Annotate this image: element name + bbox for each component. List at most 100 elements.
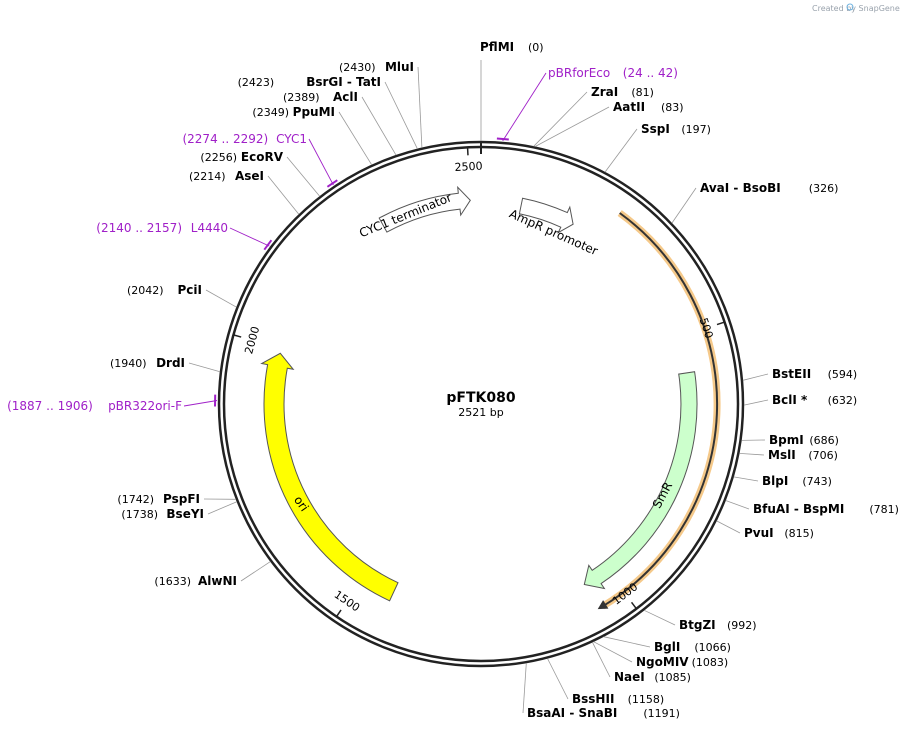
site-position: (1191) [643, 707, 680, 720]
primer-name: pBR322ori-F [108, 399, 182, 413]
restriction-site[interactable]: BstEII (594) [772, 367, 857, 381]
site-position: (815) [784, 527, 814, 540]
site-name: ZraI [591, 85, 618, 99]
restriction-site[interactable]: BlpI(743) [762, 474, 832, 488]
restriction-site[interactable]: PciI(2042) [127, 283, 202, 297]
plasmid-size: 2521 bp [458, 406, 503, 419]
tick-mark [335, 609, 342, 617]
site-leader [207, 501, 237, 515]
site-leader [603, 636, 651, 648]
restriction-site[interactable]: PflMI(0) [480, 40, 544, 54]
restriction-site[interactable]: BclI *(632) [772, 393, 857, 407]
snapgene-logo-icon [846, 3, 854, 11]
restriction-site[interactable]: BseYI(1738) [121, 507, 204, 521]
primer-mark [496, 137, 509, 141]
site-position: (1940) [110, 357, 147, 370]
restriction-site[interactable]: BtgZI(992) [679, 618, 757, 632]
site-name: EcoRV [241, 150, 284, 164]
site-leader [417, 66, 423, 148]
site-leader [240, 561, 271, 582]
restriction-site[interactable]: BpmI (686) [769, 433, 839, 447]
site-position: (632) [828, 394, 858, 407]
feature-cyc1-terminator[interactable]: CYC1 terminator [357, 185, 471, 240]
restriction-site[interactable]: PvuI (815) [744, 526, 814, 540]
site-name: AclI [333, 90, 358, 104]
restriction-site[interactable]: BssHII (1158) [572, 692, 664, 706]
restriction-site[interactable]: BglI(1066) [654, 640, 731, 654]
site-name: AseI [235, 169, 264, 183]
tick-mark [233, 334, 242, 338]
feature-orf-arc[interactable] [597, 210, 721, 610]
site-position: (1158) [628, 693, 665, 706]
site-position: (2430) [339, 61, 376, 74]
restriction-site[interactable]: PpuMI(2349) [252, 105, 335, 119]
primer[interactable]: pBRforEco(24 .. 42) [496, 66, 678, 142]
restriction-site[interactable]: PspFI(1742) [117, 492, 200, 506]
site-leader [592, 642, 611, 678]
tick-label: 1500 [332, 588, 362, 614]
restriction-site[interactable]: SspI(197) [641, 122, 711, 136]
feature-ori[interactable]: ori [260, 352, 399, 602]
site-name: BssHII [572, 692, 614, 706]
restriction-site[interactable]: AseI (2214) [189, 169, 264, 183]
plasmid-name: pFTK080 [446, 390, 515, 406]
site-leader [384, 81, 418, 149]
restriction-site[interactable]: NgoMIV(1083) [636, 655, 728, 669]
primer-range: (2140 .. 2157) [96, 221, 182, 235]
primer-name: L4440 [191, 221, 228, 235]
site-name: PvuI [744, 526, 774, 540]
site-leader-lines [188, 60, 769, 714]
site-leader [644, 609, 676, 626]
site-position: (1066) [694, 641, 731, 654]
restriction-site[interactable]: MslI (706) [768, 448, 838, 462]
site-leader [739, 453, 765, 456]
site-name: NaeI [614, 670, 645, 684]
site-position: (706) [808, 449, 838, 462]
site-position: (2042) [127, 284, 164, 297]
restriction-site[interactable]: NaeI(1085) [614, 670, 691, 684]
site-position: (1738) [121, 508, 158, 521]
site-name: NgoMIV [636, 655, 689, 669]
site-position: (2214) [189, 170, 226, 183]
site-name: PpuMI [293, 105, 335, 119]
restriction-site[interactable]: AclI(2389) [283, 90, 358, 104]
site-name: DrdI [156, 356, 185, 370]
site-leader [742, 373, 769, 381]
restriction-site[interactable]: MluI(2430) [339, 60, 414, 74]
site-name: BfuAI - BspMI [753, 502, 844, 516]
restriction-site[interactable]: BsaAI - SnaBI(1191) [527, 706, 680, 720]
primer[interactable]: L4440 (2140 .. 2157) [96, 221, 273, 251]
feature-ampr-promoter[interactable]: AmpR promoter [507, 197, 600, 258]
restriction-site[interactable]: BsrGI - TatI(2423) [238, 75, 381, 89]
restriction-site[interactable]: DrdI (1940) [110, 356, 185, 370]
feature-smr[interactable]: SmR [583, 371, 698, 590]
site-name: AlwNI [198, 574, 237, 588]
restriction-site[interactable]: AvaI - BsoBI(326) [700, 181, 838, 195]
site-name: BpmI [769, 433, 804, 447]
primer[interactable]: CYC1(2274 .. 2292) [182, 132, 338, 188]
restriction-site[interactable]: AlwNI(1633) [154, 574, 237, 588]
primer-leader [229, 227, 270, 247]
restriction-site[interactable]: ZraI(81) [591, 85, 654, 99]
site-position: (594) [828, 368, 858, 381]
restriction-site[interactable]: AatII(83) [613, 100, 684, 114]
primer-leader [308, 138, 334, 186]
site-name: SspI [641, 122, 670, 136]
primer[interactable]: pBR322ori-F(1887 .. 1906) [7, 394, 218, 413]
tick-label: 2500 [454, 160, 483, 174]
restriction-site[interactable]: EcoRV(2256) [200, 150, 283, 164]
site-name: PflMI [480, 40, 514, 54]
site-position: (686) [809, 434, 839, 447]
snapgene-credit: Created by SnapGene [812, 4, 900, 13]
site-position: (992) [727, 619, 757, 632]
primer-name: CYC1 [276, 132, 307, 146]
site-leader [604, 128, 638, 173]
restriction-site[interactable]: BfuAI - BspMI(781) [753, 502, 899, 516]
site-name: MslI [768, 448, 796, 462]
site-leader [534, 106, 610, 147]
site-leader [338, 111, 373, 166]
site-name: BstEII [772, 367, 811, 381]
tick-mark [716, 321, 725, 326]
